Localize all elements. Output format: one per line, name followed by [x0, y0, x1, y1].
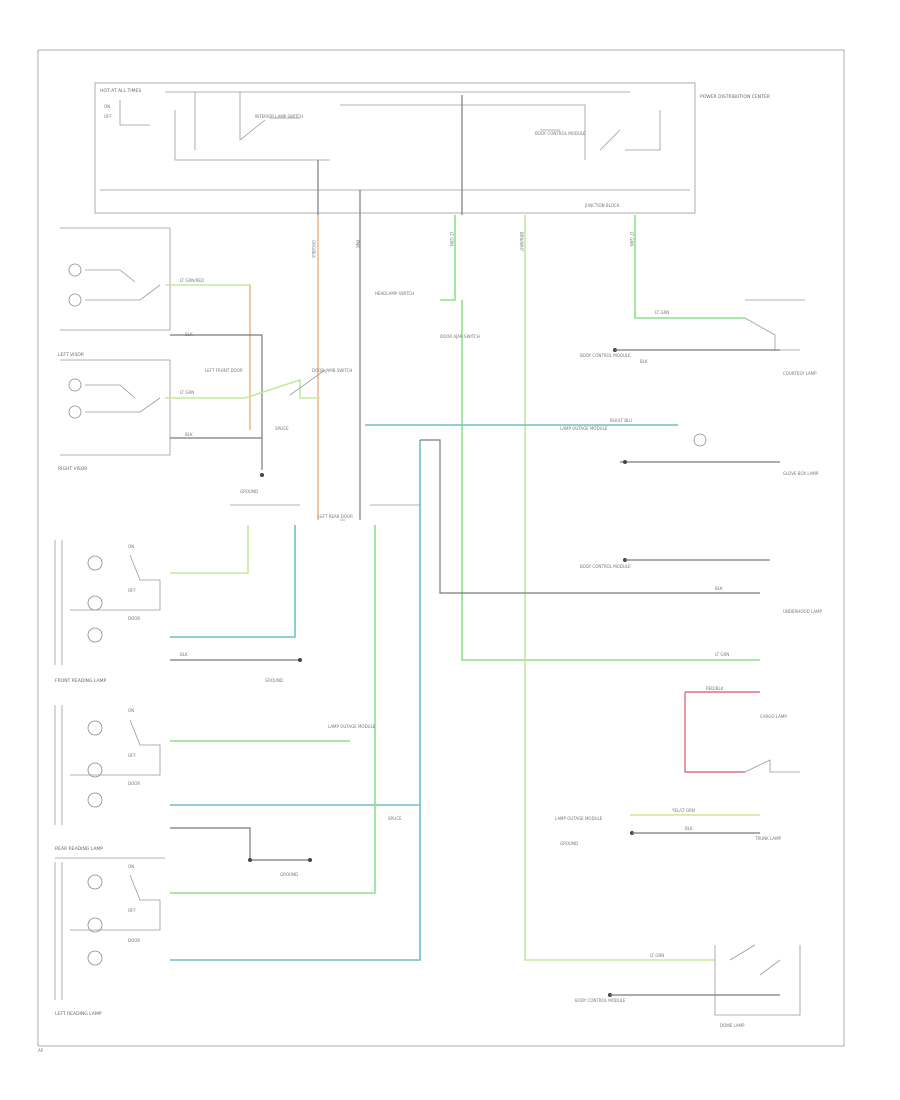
- splice-label-1: SPLICE: [275, 426, 289, 431]
- frl-ground-label: GROUND: [265, 678, 283, 683]
- frl-door-label: DOOR: [128, 616, 140, 621]
- glove-box-lamp: LAMP OUTAGE MODULE GLOVE BOX LAMP: [560, 426, 819, 476]
- lrl-on-label: ON: [128, 864, 134, 869]
- left-visor-lamp: LT GRN BLK: [60, 359, 320, 456]
- left-visor-label: LEFT VISOR: [58, 352, 84, 358]
- trunk-wire-label-2: BLK: [685, 826, 693, 831]
- left-reading-lamp: ON OFF DOOR: [54, 857, 165, 1000]
- switch-label-center: HEADLAMP SWITCH: [375, 291, 414, 296]
- wire-black-rear: [170, 827, 310, 861]
- wire-trunk-6: [461, 300, 760, 661]
- trunk-module-label: LAMP OUTAGE MODULE: [555, 816, 603, 821]
- junction-block-label: JUNCTION BLOCK: [584, 203, 620, 208]
- hot-at-all-times-label: HOT AT ALL TIMES: [100, 88, 141, 94]
- dome-lamp-label: DOME LAMP: [720, 1023, 745, 1028]
- wire-trunk-5: [440, 215, 456, 301]
- wire-green-left: [170, 525, 249, 574]
- wire-blue-4: [170, 525, 296, 638]
- right-visor-label: RIGHT VISOR: [58, 466, 87, 472]
- wire-label-org-blk: ORG/BLK: [311, 240, 316, 258]
- wire-label-blk-lt-blu: BLK/LT BLU: [610, 418, 632, 423]
- trunk-wire-label: YEL/LT GRN: [671, 808, 695, 813]
- pdc-fuse-label-1: ON: [104, 104, 110, 109]
- rrl-on-label: ON: [128, 708, 134, 713]
- glove-lamp-label: GLOVE BOX LAMP: [783, 471, 819, 476]
- pdc-switch-label: INTERIOR LAMP SWITCH: [255, 114, 303, 119]
- diagram-frame: [37, 49, 845, 1047]
- lv-blk-label: BLK: [185, 432, 193, 437]
- door-ajar-label: DOOR AJAR SWITCH: [440, 334, 480, 339]
- rear-reading-lamp: ON OFF DOOR LAMP OUTAGE MODULE: [54, 705, 376, 825]
- courtesy-green-label: LT GRN: [655, 310, 669, 315]
- rrl-door-label: DOOR: [128, 781, 140, 786]
- wire-label-pnk: PNK: [355, 240, 360, 248]
- lrl-door-label: DOOR: [128, 938, 140, 943]
- dome-lamp: BODY CONTROL MODULE DOME LAMP LT GRN: [575, 944, 801, 1028]
- wire-gray-1: [420, 439, 760, 594]
- courtesy-module-label: BODY CONTROL MODULE: [580, 353, 631, 358]
- underhood-wire-label: LT GRN: [715, 652, 729, 657]
- pwm-label-1: LEFT FRONT DOOR: [205, 368, 243, 373]
- rrl-off-label: OFF: [128, 753, 136, 758]
- door-jamb-switch: DOOR JAMB SWITCH SPLICE GROUND: [230, 368, 420, 521]
- trunk-lamp: LAMP OUTAGE MODULE GROUND TRUNK LAMP YEL…: [555, 808, 782, 846]
- dome-module-label: BODY CONTROL MODULE: [575, 998, 626, 1003]
- courtesy-lamp-label: COURTESY LAMP: [783, 371, 817, 376]
- rrl-module-label: LAMP OUTAGE MODULE: [328, 724, 376, 729]
- rear-reading-label: REAR READING LAMP: [55, 846, 103, 852]
- wire-label-lt-grn: LT GRN: [449, 232, 454, 246]
- power-distribution-box: HOT AT ALL TIMES POWER DISTRIBUTION CENT…: [94, 82, 770, 214]
- front-reading-label: FRONT READING LAMP: [55, 678, 106, 684]
- frl-on-label: ON: [128, 544, 134, 549]
- footer-code: AP: [38, 1048, 44, 1053]
- left-reading-label: LEFT READING LAMP: [55, 1011, 102, 1017]
- wire-label-brn-wht: BRN/WHT: [519, 232, 524, 252]
- lrl-off-label: OFF: [128, 908, 136, 913]
- front-reading-lamp: ON OFF DOOR BLK GROUND: [54, 540, 302, 683]
- trunk-ground-label: GROUND: [560, 841, 578, 846]
- cargo-wire-label: RED/BLK: [706, 686, 724, 691]
- pwm-label-2: LEFT REAR DOOR: [318, 514, 353, 519]
- glove-module-label: LAMP OUTAGE MODULE: [560, 426, 608, 431]
- courtesy-lamp: BODY CONTROL MODULE COURTESY LAMP BLK LT…: [580, 299, 817, 376]
- wire-label-lt-grn-2: LT GRN: [629, 232, 634, 246]
- pdc-right-label: BODY CONTROL MODULE: [535, 131, 586, 136]
- wire-trunk-8: [634, 215, 745, 319]
- underhood-label: UNDERHOOD LAMP: [783, 609, 822, 614]
- wire-green-center: [170, 525, 376, 894]
- lv-wire-label: LT GRN: [180, 390, 194, 395]
- underhood-wire-label-2: BLK: [715, 586, 723, 591]
- rear-ground-label: GROUND: [280, 872, 298, 877]
- underhood-module-label: BODY CONTROL MODULE: [580, 564, 631, 569]
- power-distribution-label: POWER DISTRIBUTION CENTER: [700, 94, 770, 100]
- frl-wire-label: BLK: [180, 652, 188, 657]
- cargo-lamp: RED/BLK CARGO LAMP: [684, 686, 800, 773]
- rv-wire-label: LT GRN/RED: [180, 278, 204, 283]
- right-visor-lamp: LT GRN/RED BLK: [60, 227, 263, 470]
- courtesy-wire-label: BLK: [640, 359, 648, 364]
- wire-trunk-7: [524, 215, 715, 961]
- wire-blue-2: [170, 440, 421, 961]
- frl-off-label: OFF: [128, 588, 136, 593]
- pdc-fuse-label-2: OFF: [104, 114, 112, 119]
- ground-label-1: GROUND: [240, 489, 258, 494]
- trunk-lamp-label: TRUNK LAMP: [754, 836, 782, 841]
- cargo-lamp-label: CARGO LAMP: [760, 714, 787, 719]
- underhood-lamp: BODY CONTROL MODULE UNDERHOOD LAMP LT GR…: [580, 558, 822, 657]
- dome-wire-label: LT GRN: [650, 953, 664, 958]
- rear-splice-label: SPLICE: [388, 816, 402, 821]
- door-jamb-label: DOOR JAMB SWITCH: [312, 368, 352, 373]
